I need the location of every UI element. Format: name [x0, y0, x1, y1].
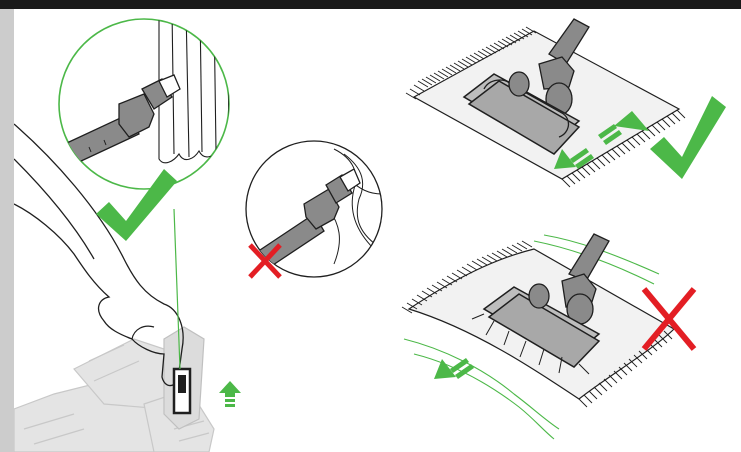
left-sidebar-strip — [0, 9, 14, 452]
hand-icon — [14, 123, 184, 387]
panel-rug-flat-correct — [405, 18, 726, 188]
illustration-svg — [14, 18, 726, 452]
direction-arrow-icon — [554, 111, 649, 169]
up-arrow-icon — [219, 381, 241, 407]
callout-leader-line — [173, 208, 181, 370]
check-icon — [96, 169, 177, 241]
direction-arrow-icon — [434, 358, 474, 379]
cross-icon — [641, 287, 697, 351]
panel-curtain-incorrect — [245, 140, 383, 279]
hand-with-vacuum-wand — [14, 123, 241, 452]
panel-rug-loose-incorrect — [401, 233, 697, 440]
illustration-canvas — [14, 9, 741, 452]
check-icon — [650, 96, 726, 179]
vacuum-head-icon — [462, 18, 590, 155]
top-bar — [0, 0, 741, 9]
vacuum-head-icon — [471, 233, 610, 375]
cross-icon — [248, 243, 282, 279]
panel-curtain-correct — [58, 18, 230, 241]
